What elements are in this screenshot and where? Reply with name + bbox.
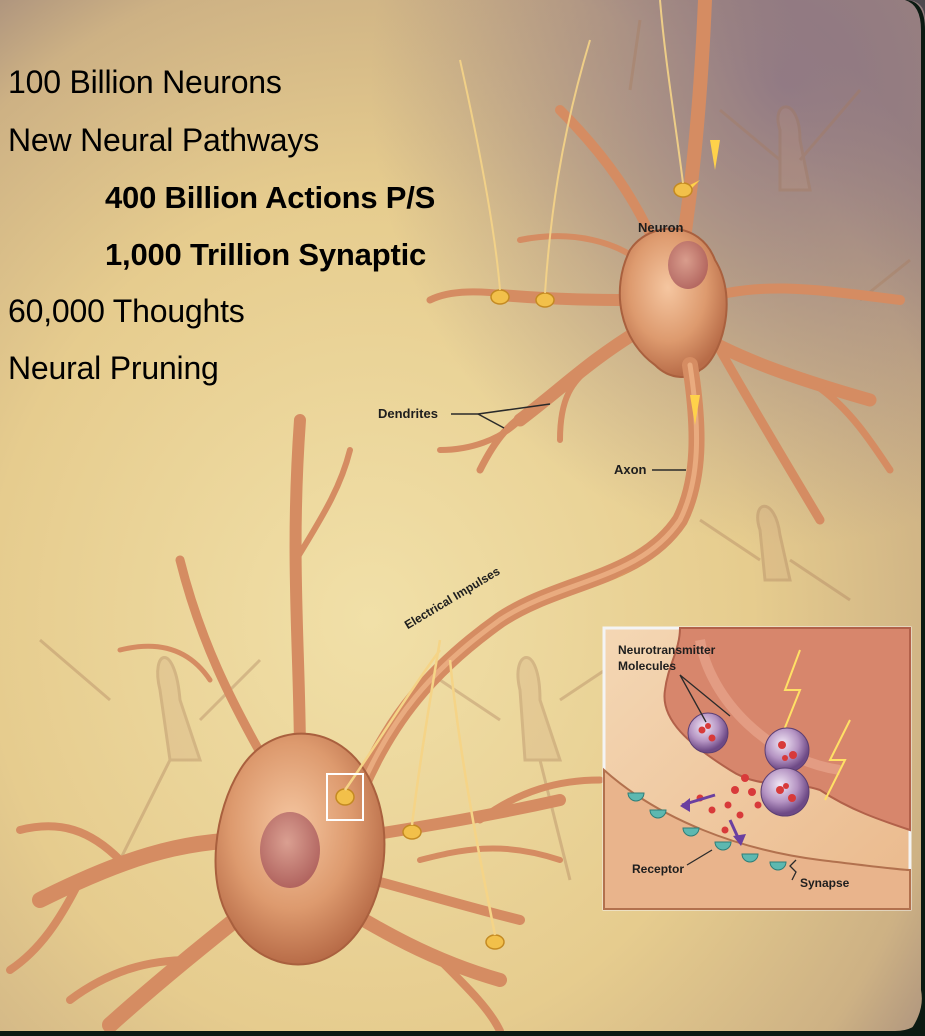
label-axon: Axon xyxy=(614,462,647,477)
label-neurotransmitter: Neurotransmitter xyxy=(618,643,715,657)
label-synapse: Synapse xyxy=(800,876,849,890)
label-receptor: Receptor xyxy=(632,862,684,876)
label-molecules: Molecules xyxy=(618,659,676,673)
label-neuron: Neuron xyxy=(638,220,684,235)
headline-neurons: 100 Billion Neurons xyxy=(8,64,282,101)
headline-thoughts: 60,000 Thoughts xyxy=(8,293,245,330)
headline-synaptic: 1,000 Trillion Synaptic xyxy=(105,237,426,273)
label-dendrites: Dendrites xyxy=(378,406,438,421)
headline-pruning: Neural Pruning xyxy=(8,350,219,387)
headline-actions: 400 Billion Actions P/S xyxy=(105,180,435,216)
headline-pathways: New Neural Pathways xyxy=(8,122,319,159)
